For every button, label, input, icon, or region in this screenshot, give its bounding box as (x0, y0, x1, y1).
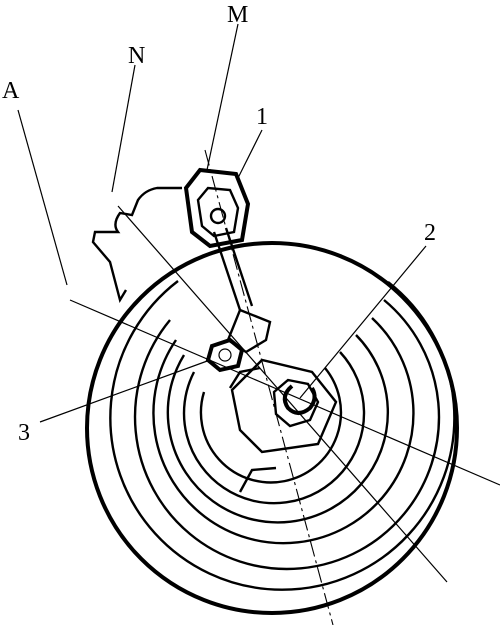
label-M: M (227, 2, 248, 28)
axis-line-n (117, 205, 448, 583)
pivot-block (183, 167, 251, 249)
hex-nut-bore (218, 348, 232, 362)
hex-nut (205, 337, 245, 373)
spiral-spring (109, 280, 456, 591)
hub-hook (282, 384, 317, 415)
leader-lines (17, 23, 427, 423)
leader-line-N (111, 64, 136, 193)
label-1: 1 (256, 104, 268, 130)
arm-lower-plate (226, 308, 272, 354)
spring-coil-5 (182, 351, 366, 505)
leader-line-M (206, 23, 239, 171)
leader-line-1 (237, 129, 263, 179)
cam-plate (230, 358, 338, 454)
outer-casing (85, 241, 459, 615)
label-N: N (128, 43, 145, 69)
pivot-pin (209, 207, 227, 225)
spring-coil-1 (109, 280, 456, 591)
pivot-block-inner (196, 186, 240, 238)
pivot-block-outer (183, 167, 251, 249)
label-2: 2 (424, 220, 436, 246)
spring-coil-3 (152, 317, 415, 545)
spring-inner-tab (238, 466, 277, 493)
spring-coil-4 (166, 334, 390, 524)
central-hub (272, 378, 320, 428)
mounting-bracket (91, 186, 182, 304)
label-A: A (2, 78, 20, 104)
cam-step (228, 366, 261, 389)
leader-line-3 (39, 359, 211, 423)
spring-coil-6 (199, 367, 343, 484)
spring-coil-2 (133, 299, 441, 571)
hub-hex (272, 378, 320, 428)
leader-line-2 (299, 245, 427, 399)
leader-line-A (17, 109, 68, 286)
label-3: 3 (18, 420, 30, 446)
